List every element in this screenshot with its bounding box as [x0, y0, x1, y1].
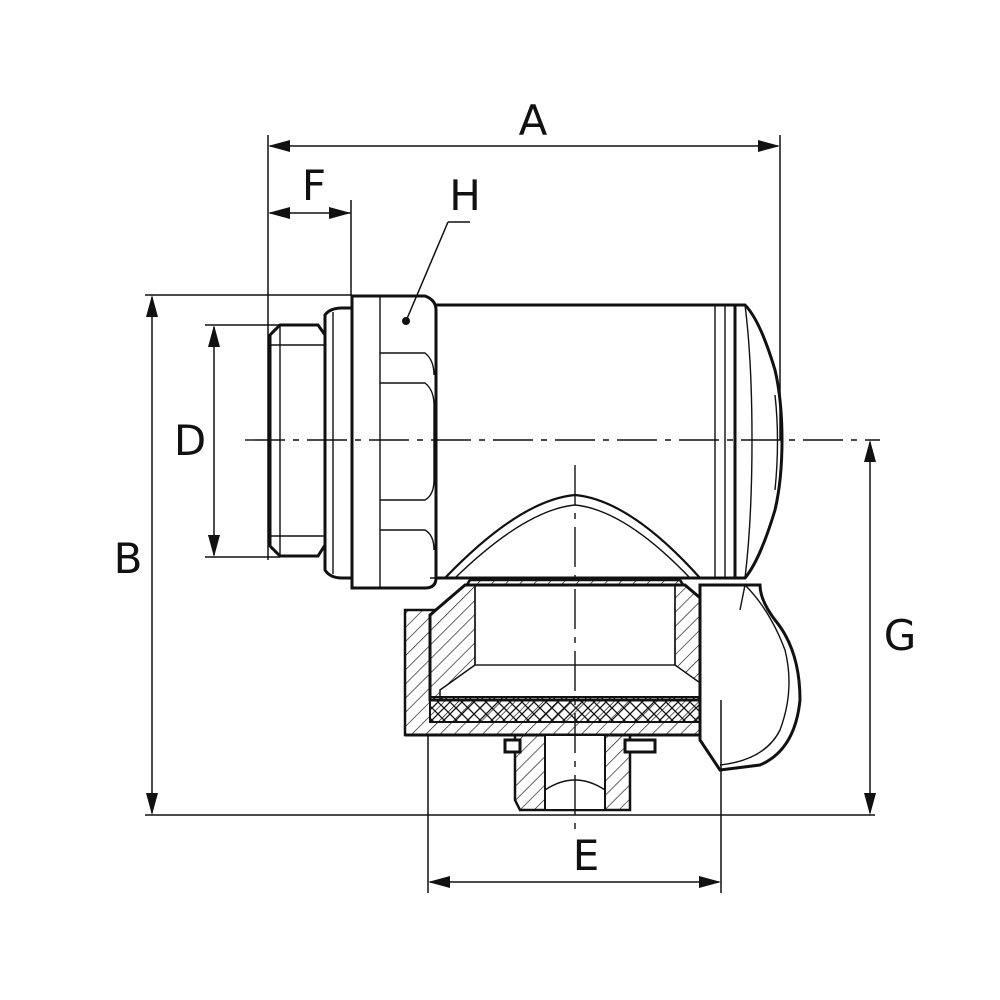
label-b: B	[114, 534, 143, 583]
label-a: A	[519, 96, 548, 145]
valve-body	[428, 303, 784, 580]
label-h: H	[449, 171, 481, 220]
label-g: G	[884, 611, 917, 660]
dimension-a: A	[267, 96, 781, 560]
side-knob	[698, 583, 802, 772]
dimension-d: D	[174, 324, 280, 558]
label-f: F	[302, 161, 326, 210]
dimension-e: E	[427, 700, 722, 893]
threaded-connector	[268, 306, 354, 580]
label-h-leader: H	[405, 171, 481, 322]
dimension-b: B	[114, 294, 875, 816]
hex-nut	[350, 294, 438, 590]
dimension-f: F	[268, 161, 352, 296]
drain-nipple	[503, 733, 657, 812]
label-d: D	[174, 416, 206, 465]
dimension-g: G	[864, 440, 916, 815]
label-e: E	[573, 831, 600, 880]
